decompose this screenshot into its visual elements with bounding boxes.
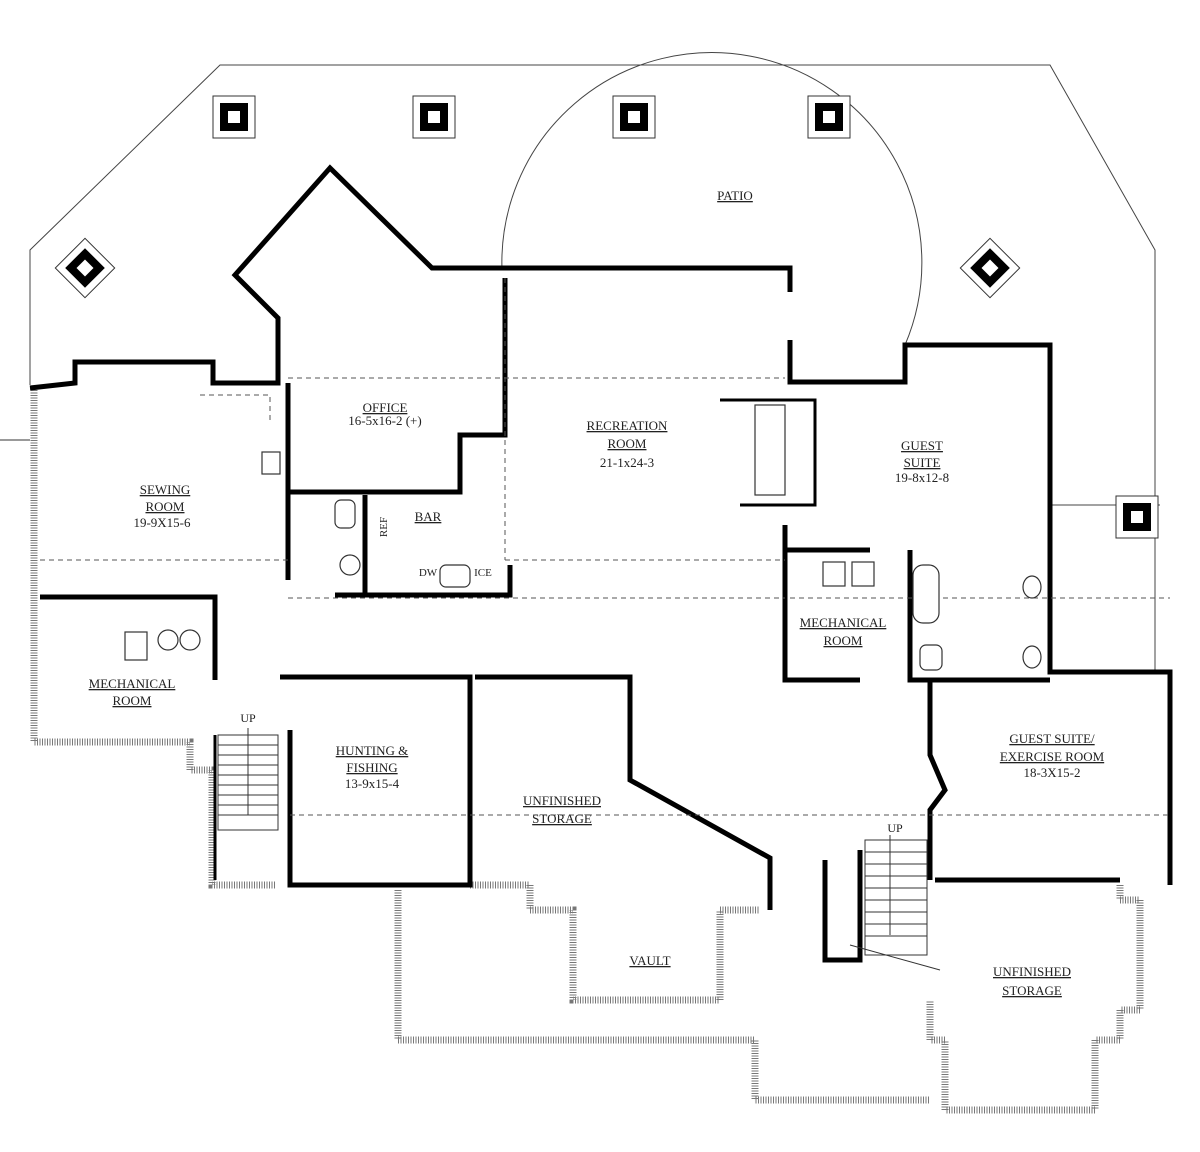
walls: [29, 164, 1173, 963]
water-heater-icon: [124, 631, 148, 661]
room-size-exercise: 18-3X15-2: [1023, 765, 1080, 780]
room-size-recreation: 21-1x24-3: [600, 455, 654, 470]
room-size-guest-suite: 19-8x12-8: [895, 470, 949, 485]
room-label-guest-suite-2: SUITE: [904, 455, 941, 470]
room-label-guest-suite: GUEST: [901, 438, 943, 453]
room-size-office: 16-5x16-2 (+): [348, 413, 421, 428]
column-icon: [959, 237, 1021, 299]
room-label-recreation-2: ROOM: [607, 436, 646, 451]
room-size-hunting: 13-9x15-4: [345, 776, 400, 791]
column-icon: [412, 95, 456, 139]
room-label-mechanical-right-2: ROOM: [823, 633, 862, 648]
water-heater-icon: [822, 561, 846, 587]
column-icons: [54, 95, 1159, 539]
furnace-icon: [157, 629, 179, 651]
room-label-recreation: RECREATION: [587, 418, 669, 433]
patio-arc: [501, 52, 923, 346]
fireplace: [754, 404, 786, 496]
sink-icon: [339, 554, 361, 576]
sink-icon: [1022, 645, 1042, 669]
foundation-walls: [0, 390, 1144, 1114]
ref-label: REF: [378, 517, 390, 537]
room-label-sewing: SEWING: [140, 482, 191, 497]
bathtub-icon: [912, 564, 940, 624]
patio-outline: [29, 64, 1156, 670]
stairs-up-label-left: UP: [240, 711, 256, 725]
toilet-icon: [919, 644, 943, 671]
sink-icon: [1022, 575, 1042, 599]
room-label-mechanical-left-2: ROOM: [112, 693, 151, 708]
room-label-patio: PATIO: [717, 188, 753, 203]
stairs-right: [849, 835, 941, 971]
toilet-icon: [334, 499, 356, 529]
room-label-vault: VAULT: [629, 953, 670, 968]
beam-lines: [40, 278, 1170, 816]
column-icon: [54, 237, 116, 299]
room-label-exercise: GUEST SUITE/: [1009, 731, 1095, 746]
dw-label: DW: [419, 567, 438, 579]
column-icon: [1115, 495, 1159, 539]
column-icon: [212, 95, 256, 139]
room-label-bar: BAR: [415, 509, 442, 524]
room-label-unfinished-2-2: STORAGE: [1002, 983, 1062, 998]
furnace-icon: [179, 629, 201, 651]
room-label-mechanical-right: MECHANICAL: [800, 615, 887, 630]
room-label-exercise-2: EXERCISE ROOM: [1000, 749, 1105, 764]
room-size-sewing: 19-9X15-6: [133, 515, 191, 530]
room-label-unfinished-2: UNFINISHED: [993, 964, 1071, 979]
water-heater-icon: [851, 561, 875, 587]
ice-label: ICE: [474, 567, 492, 579]
column-icon: [612, 95, 656, 139]
room-label-mechanical-left: MECHANICAL: [89, 676, 176, 691]
fixtures: [124, 404, 1042, 671]
room-label-hunting: HUNTING &: [336, 743, 409, 758]
bar-sink-icon: [439, 564, 471, 588]
column-icon: [807, 95, 851, 139]
stairs-up-label-right: UP: [887, 821, 903, 835]
room-label-office: OFFICE: [363, 400, 408, 415]
room-label-unfinished-1-2: STORAGE: [532, 811, 592, 826]
room-label-hunting-2: FISHING: [346, 760, 397, 775]
sink-icon: [261, 451, 281, 475]
room-label-sewing-2: ROOM: [145, 499, 184, 514]
room-label-unfinished-1: UNFINISHED: [523, 793, 601, 808]
stairs-left: [217, 728, 279, 831]
